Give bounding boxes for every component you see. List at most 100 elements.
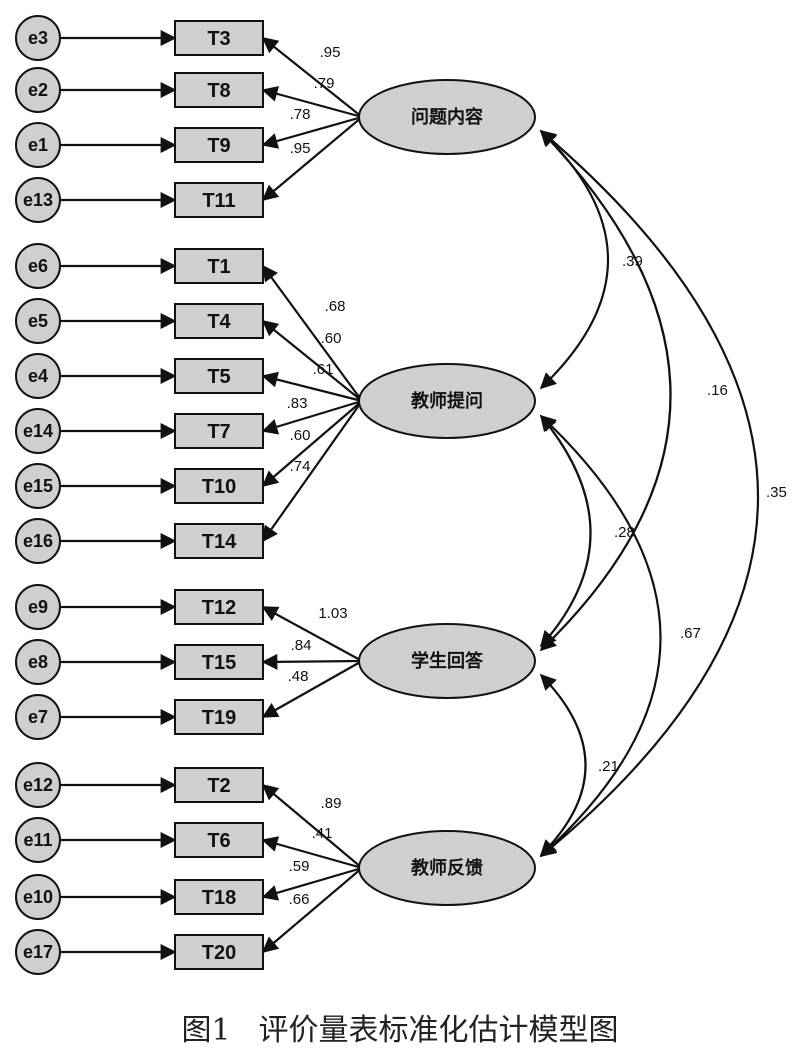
loading-value: .48 [288,668,309,685]
error-label: e12 [23,775,53,795]
covariance-value: .16 [707,382,728,399]
item-box-T7 [174,413,264,449]
loading-value: .60 [290,427,311,444]
item-label: T8 [207,80,230,102]
latent-label: 教师提问 [411,390,483,412]
item-label: T7 [207,421,230,443]
covariance-arc [539,129,760,858]
loading-value: .78 [290,106,311,123]
item-label: T20 [202,942,236,964]
item-box-T2 [174,767,264,803]
item-box-T1 [174,248,264,284]
item-box-T14 [174,523,264,559]
error-label: e8 [28,652,48,672]
loading-arrow-T5 [261,371,363,403]
loading-arrow-T19 [261,660,363,718]
item-box-T12 [174,589,264,625]
error-node-e9 [15,584,61,630]
item-label: T10 [202,476,236,498]
loading-arrow-T18 [261,866,363,901]
error-node-e17 [15,929,61,975]
loading-arrow-T4 [261,319,363,402]
covariance-arc [539,673,587,857]
error-label: e10 [23,887,53,907]
item-label: T12 [202,597,236,619]
error-node-e10 [15,874,61,920]
item-box-T5 [174,358,264,394]
error-node-e14 [15,408,61,454]
covariance-arc [539,129,672,652]
error-label: e17 [23,942,53,962]
item-label: T6 [207,830,230,852]
loading-value: .79 [314,75,335,92]
loading-value: .74 [290,458,311,475]
latent-factor-3 [358,623,536,699]
loading-value: .84 [291,637,312,654]
item-box-T18 [174,879,264,915]
item-label: T1 [207,256,230,278]
loading-arrow-T20 [261,867,363,954]
loading-value: 1.03 [318,605,347,622]
covariance-value: .35 [766,484,787,501]
loading-value: .59 [289,858,310,875]
loading-arrow-T10 [261,400,363,488]
error-label: e15 [23,476,53,496]
loading-arrow-T3 [261,37,363,118]
loading-value: .83 [287,395,308,412]
loading-layer [60,30,363,960]
error-label: e14 [23,421,53,441]
error-node-e6 [15,243,61,289]
latent-factor-4 [358,830,536,906]
loading-value: .41 [312,825,333,842]
loading-arrow-T8 [261,86,363,119]
error-node-e1 [15,122,61,168]
error-label: e6 [28,256,48,276]
item-label: T2 [207,775,230,797]
item-box-T10 [174,468,264,504]
error-node-e2 [15,67,61,113]
covariance-layer [539,129,760,858]
loading-arrow-T6 [261,836,363,870]
item-label: T11 [202,190,235,212]
item-box-T20 [174,934,264,970]
error-node-e3 [15,15,61,61]
latent-label: 教师反馈 [411,857,483,879]
item-box-T8 [174,72,264,108]
error-node-e8 [15,639,61,685]
error-node-e11 [15,817,61,863]
latent-factor-1 [358,79,536,155]
loading-value: .61 [313,361,334,378]
item-box-T4 [174,303,264,339]
error-node-e4 [15,353,61,399]
item-box-T9 [174,127,264,163]
item-box-T3 [174,20,264,56]
item-label: T19 [202,707,236,729]
item-box-T11 [174,182,264,218]
error-label: e5 [28,311,48,331]
loading-arrow-T15 [261,653,363,670]
error-node-e12 [15,762,61,808]
loading-arrow-T14 [262,400,363,543]
item-box-T19 [174,699,264,735]
error-node-e15 [15,463,61,509]
error-node-e5 [15,298,61,344]
error-label: e11 [23,830,52,850]
covariance-value: .67 [680,625,701,642]
loading-arrow-T1 [262,264,363,402]
item-label: T14 [202,531,237,553]
error-label: e16 [23,531,53,551]
covariance-value: .28 [614,524,635,541]
loading-arrow-T9 [261,115,363,149]
item-label: T3 [207,28,230,50]
loading-value: .60 [321,330,342,347]
loading-value: .66 [289,891,310,908]
latent-label: 问题内容 [411,106,483,128]
covariance-arc [539,414,592,648]
item-label: T18 [202,887,236,909]
error-label: e3 [28,28,48,48]
loading-value: .95 [290,140,311,157]
item-label: T5 [207,366,230,388]
item-box-T15 [174,644,264,680]
